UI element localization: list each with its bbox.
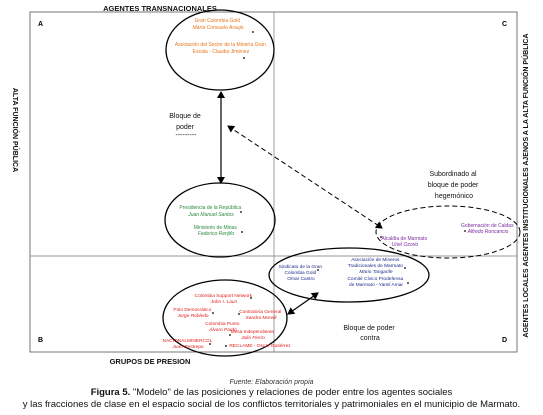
quadrant-c-label: C — [502, 21, 507, 28]
axis-right-bottom-label: AGENTES LOCALES — [523, 268, 530, 338]
axis-left-label: ALTA FUNCIÓN PÚBLICA — [11, 88, 20, 172]
agent-dot — [209, 343, 211, 345]
counter-bloc-arrow — [287, 292, 319, 315]
agent-comite-civico: Comité Cívico Prodefensa de Marmato - Ya… — [347, 276, 404, 288]
agent-asociacion-mineros: Asociación de Mineros Tradicionales de M… — [348, 257, 405, 275]
agent-dot — [317, 269, 319, 271]
power-bloc-annotation: Bloque de poder --------- — [169, 113, 202, 139]
public-function-ellipse — [164, 182, 276, 258]
figure-number: Figura 5. — [90, 387, 131, 398]
agent-nacional-minero: NACIONALMINERCOL Juan Restrepo — [162, 338, 213, 350]
transnational-agents-ellipse — [165, 9, 275, 91]
agent-dot — [225, 345, 227, 347]
agent-dot — [229, 334, 231, 336]
figure-caption-text-1: "Modelo" de las posiciones y relaciones … — [132, 387, 453, 398]
counter-bloc-annotation: Bloque de poder contra — [343, 325, 396, 342]
agent-dot — [404, 267, 406, 269]
figure-caption-line-2: y las fracciones de clase en el espacio … — [22, 399, 521, 410]
agent-reclame: RECLAME - Oscar Gutiérrez — [229, 343, 291, 349]
quadrant-a-label: A — [38, 21, 43, 28]
agent-dot — [212, 312, 214, 314]
agent-dot — [252, 31, 254, 33]
local-agents-ellipse — [268, 247, 430, 303]
agent-asociacion-sector-mineria: Asociación del Sector de la Minería Gran… — [175, 42, 267, 55]
axis-bottom-label: GRUPOS DE PRESION — [110, 357, 191, 366]
subordinate-annotation: Subordinado al bloque de poder hegemónic… — [428, 171, 481, 200]
agent-polo-democratico: Polo Democrático Jorge Robledo — [173, 307, 212, 319]
figure-source: Fuente: Elaboración propia — [229, 379, 314, 386]
agent-dot — [380, 236, 382, 238]
agent-dot — [241, 231, 243, 233]
agent-dot — [407, 282, 409, 284]
agent-contraloria: Contraloría General Sandra Morelli — [239, 309, 282, 321]
pressure-groups-ellipse — [162, 279, 288, 357]
subordinate-dashed-arrow — [227, 125, 383, 229]
agent-ministerio-minas: Ministerio de Minas Federico Renjifo — [194, 225, 238, 237]
figure-caption-line-1: Figura 5. "Modelo" de las posiciones y r… — [0, 387, 543, 398]
quadrant-d-label: D — [502, 337, 507, 344]
agent-gran-colombia-gold: Gran Colombia Gold María Consuelo Araujo — [193, 18, 244, 31]
agent-dot — [250, 297, 252, 299]
agent-mesa-independiente: Mesa Independiente Julio Fierro — [231, 329, 276, 341]
agent-sindicato: Sindicato de la Gran Colombia Gold Omar … — [279, 264, 324, 282]
institutional-agents-ellipse — [375, 205, 521, 259]
quadrant-b-label: B — [38, 337, 43, 344]
agent-alcaldia-marmato: Alcaldía de Marmato Uriel Ozorio — [381, 236, 428, 248]
axis-top-label: AGENTES TRANSNACIONALES — [103, 4, 217, 13]
agent-colombia-support-network: Colombia Support Network John I. Laun — [195, 293, 254, 305]
diagram-frame — [29, 11, 518, 353]
agent-dot — [464, 230, 466, 232]
agent-dot — [240, 211, 242, 213]
axis-right-top-label: AGENTES INSTITUCIONALES AJENOS A LA ALTA… — [521, 33, 530, 266]
agent-colombia-punto: Colombia Punto Álvaro Pardo — [205, 321, 240, 333]
agent-presidencia: Presidencia de la República Juan Manuel … — [179, 205, 242, 218]
agent-dot — [238, 313, 240, 315]
agent-gobernacion-caldas: Gobernación de Caldas Alfredo Roncancio — [461, 223, 515, 235]
agent-dot — [243, 57, 245, 59]
power-relations-diagram: AGENTES TRANSNACIONALES GRUPOS DE PRESIO… — [11, 4, 530, 366]
